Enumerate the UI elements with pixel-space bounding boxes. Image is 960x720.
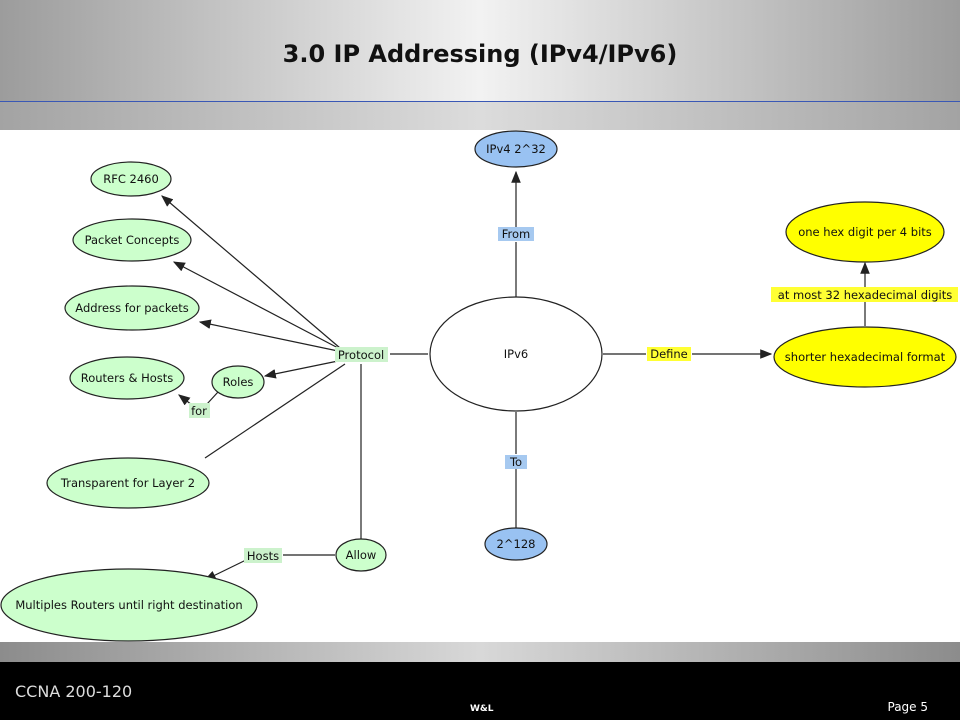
edge-protocol-rfc xyxy=(161,195,341,349)
node-routers-hosts xyxy=(69,356,185,400)
top-gradient-band xyxy=(0,102,960,130)
node-roles-label: Roles xyxy=(223,375,254,389)
node-ipv4 xyxy=(474,130,558,168)
link-define-bg xyxy=(647,347,691,361)
link-to-bg xyxy=(505,455,527,469)
node-hex-digit xyxy=(785,201,945,263)
node-rfc xyxy=(90,161,172,197)
slide-title: 3.0 IP Addressing (IPv4/IPv6) xyxy=(282,40,678,68)
node-address-for-packets xyxy=(64,285,200,331)
node-allow xyxy=(335,538,387,572)
brand-label: W&L xyxy=(470,704,494,714)
node-rfc-label: RFC 2460 xyxy=(103,172,159,186)
node-routers-hosts-label: Routers & Hosts xyxy=(81,371,174,385)
slide-footer: CCNA 200-120 W&L Page 5 xyxy=(0,662,960,720)
link-define: Define xyxy=(650,347,688,361)
node-ipv6-label: IPv6 xyxy=(504,347,528,361)
link-at-most-bg xyxy=(771,287,958,302)
bottom-gradient-band xyxy=(0,642,960,662)
link-protocol-bg xyxy=(335,347,388,362)
node-shorter-hex xyxy=(773,326,957,388)
concept-map-canvas: RFC 2460 Packet Concepts Address for pac… xyxy=(0,130,960,642)
edge-roles-for xyxy=(206,391,219,405)
node-hex-digit-label: one hex digit per 4 bits xyxy=(798,225,932,239)
edge-protocol-transparent xyxy=(204,363,346,459)
connectors xyxy=(161,170,870,581)
edge-protocol-address xyxy=(198,319,339,352)
link-to: To xyxy=(509,455,522,469)
node-allow-label: Allow xyxy=(346,548,377,562)
edge-protocol-packet xyxy=(172,261,341,350)
node-transparent-label: Transparent for Layer 2 xyxy=(60,476,195,490)
node-multiples-routers xyxy=(0,568,258,642)
course-label: CCNA 200-120 xyxy=(15,682,133,701)
node-ipv4-label: IPv4 2^32 xyxy=(486,142,546,156)
link-from: From xyxy=(502,227,531,241)
link-hosts-bg xyxy=(244,548,282,563)
node-transparent xyxy=(46,457,210,509)
link-for-bg xyxy=(189,403,210,418)
node-roles xyxy=(211,365,265,399)
edge-protocol-roles xyxy=(263,360,339,379)
link-protocol: Protocol xyxy=(338,348,384,362)
header-divider xyxy=(0,101,960,102)
page-number: Page 5 xyxy=(887,700,929,714)
node-address-for-packets-label: Address for packets xyxy=(75,301,188,315)
node-ipv6 xyxy=(429,296,603,412)
node-packet-concepts xyxy=(72,218,192,262)
node-multiples-routers-label: Multiples Routers until right destinatio… xyxy=(15,598,242,612)
link-for: for xyxy=(191,404,207,418)
node-shorter-hex-label: shorter hexadecimal format xyxy=(785,350,946,364)
concept-map: RFC 2460 Packet Concepts Address for pac… xyxy=(0,130,958,642)
slide-header xyxy=(0,0,960,102)
edge-hosts-multiples xyxy=(203,559,247,581)
link-hosts: Hosts xyxy=(247,549,279,563)
node-2128-label: 2^128 xyxy=(497,537,536,551)
node-2128 xyxy=(484,527,548,561)
link-from-bg xyxy=(498,227,534,241)
node-packet-concepts-label: Packet Concepts xyxy=(85,233,180,247)
link-at-most: at most 32 hexadecimal digits xyxy=(778,288,952,302)
